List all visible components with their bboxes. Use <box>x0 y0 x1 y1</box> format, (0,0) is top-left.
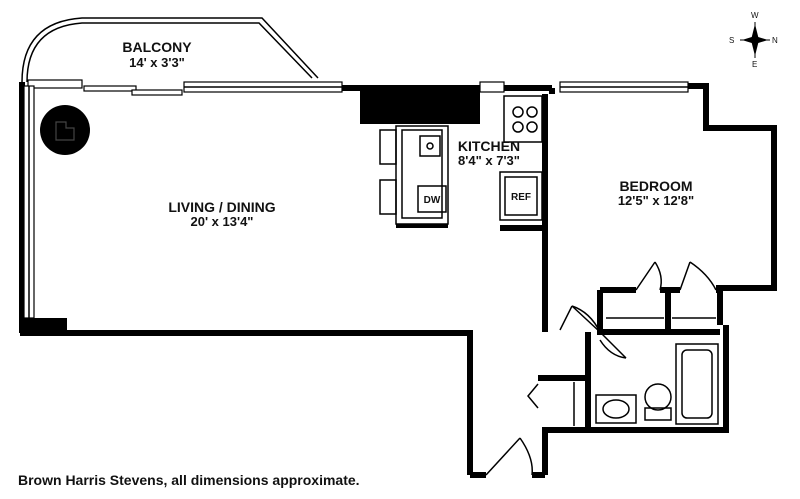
compass-north: N <box>772 36 778 45</box>
balcony-label: BALCONY <box>122 39 192 55</box>
exterior-walls <box>19 82 777 478</box>
living-dining-label: LIVING / DINING <box>168 199 275 215</box>
sink <box>595 394 637 424</box>
bedroom-dimensions: 12'5" x 12'8" <box>618 193 694 208</box>
column <box>360 86 480 124</box>
bedroom-windows <box>479 81 689 93</box>
bathroom <box>585 331 719 430</box>
refrigerator <box>499 171 543 221</box>
living-windows <box>23 79 343 319</box>
column-icon <box>40 105 90 155</box>
balcony-outline <box>21 17 319 83</box>
kitchen-dimensions: 8'4" x 7'3" <box>458 153 520 168</box>
refrigerator-label: REF <box>511 192 531 203</box>
dishwasher-label: DW <box>424 195 441 206</box>
compass-east: E <box>752 60 757 69</box>
kitchen-label: KITCHEN <box>458 138 520 154</box>
toilet <box>644 383 672 411</box>
bar-stool <box>379 129 397 165</box>
balcony-dimensions: 14' x 3'3" <box>129 55 185 70</box>
dishwasher <box>417 185 447 213</box>
entry-hall <box>485 375 588 476</box>
bar-stool <box>379 179 397 215</box>
compass-icon: W S N E <box>729 11 778 69</box>
compass-south: S <box>729 36 734 45</box>
bedroom-label: BEDROOM <box>619 178 692 194</box>
footer-disclaimer: Brown Harris Stevens, all dimensions app… <box>18 472 360 488</box>
living-dining-dimensions: 20' x 13'4" <box>191 214 254 229</box>
bathtub <box>675 343 719 425</box>
compass-west: W <box>751 11 759 20</box>
bedroom-walls <box>542 228 723 335</box>
